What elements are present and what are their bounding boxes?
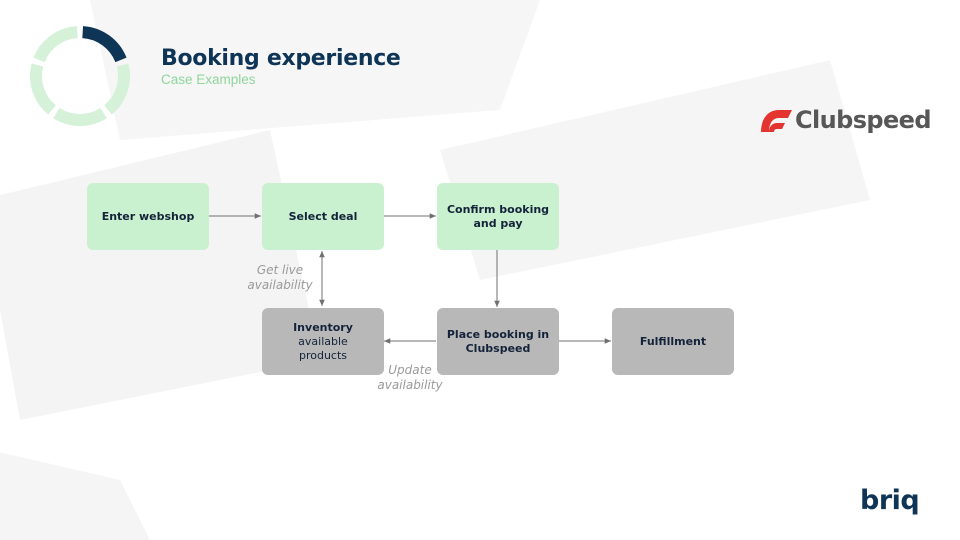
node-label-line3: products — [298, 348, 348, 362]
node-label: Select deal — [288, 209, 358, 223]
node-inventory: Inventory available products — [262, 308, 384, 375]
node-enter-webshop: Enter webshop — [87, 183, 209, 250]
edge-label-update-availability: Update availability — [368, 363, 452, 393]
edge-label-line1: Get live — [256, 263, 304, 277]
node-label-line2: available — [298, 334, 348, 348]
progress-ring-segment — [53, 107, 107, 126]
page-subtitle: Case Examples — [161, 72, 256, 87]
node-label-line1: Inventory — [293, 320, 353, 334]
node-label: Fulfillment — [639, 334, 707, 348]
node-fulfillment: Fulfillment — [612, 308, 734, 375]
node-label-line2: and pay — [473, 216, 523, 230]
progress-ring-segment — [103, 63, 130, 115]
edge-label-line2: availability — [247, 278, 313, 292]
clubspeed-logo-text: Clubspeed — [795, 106, 932, 134]
edge-label-line1: Update — [388, 363, 432, 377]
edge-label-get-live-availability: Get live availability — [238, 263, 322, 293]
progress-ring-segment — [33, 26, 78, 63]
node-label-line1: Confirm booking — [446, 202, 550, 216]
node-confirm-booking: Confirm booking and pay — [437, 183, 559, 250]
clubspeed-logo: Clubspeed — [757, 104, 932, 136]
progress-ring — [30, 26, 130, 126]
page-title: Booking experience — [161, 46, 401, 71]
node-select-deal: Select deal — [262, 183, 384, 250]
progress-ring-segment — [30, 63, 57, 115]
edge-label-line2: availability — [377, 378, 443, 392]
header: Booking experience Case Examples — [161, 46, 401, 88]
node-label-line1: Place booking in — [446, 327, 550, 341]
node-place-booking: Place booking in Clubspeed — [437, 308, 559, 375]
clubspeed-mark-icon — [761, 110, 792, 132]
node-label: Enter webshop — [101, 209, 195, 223]
progress-ring-segment — [82, 26, 127, 63]
node-label-line2: Clubspeed — [465, 341, 531, 355]
briq-logo: briq — [860, 485, 920, 516]
